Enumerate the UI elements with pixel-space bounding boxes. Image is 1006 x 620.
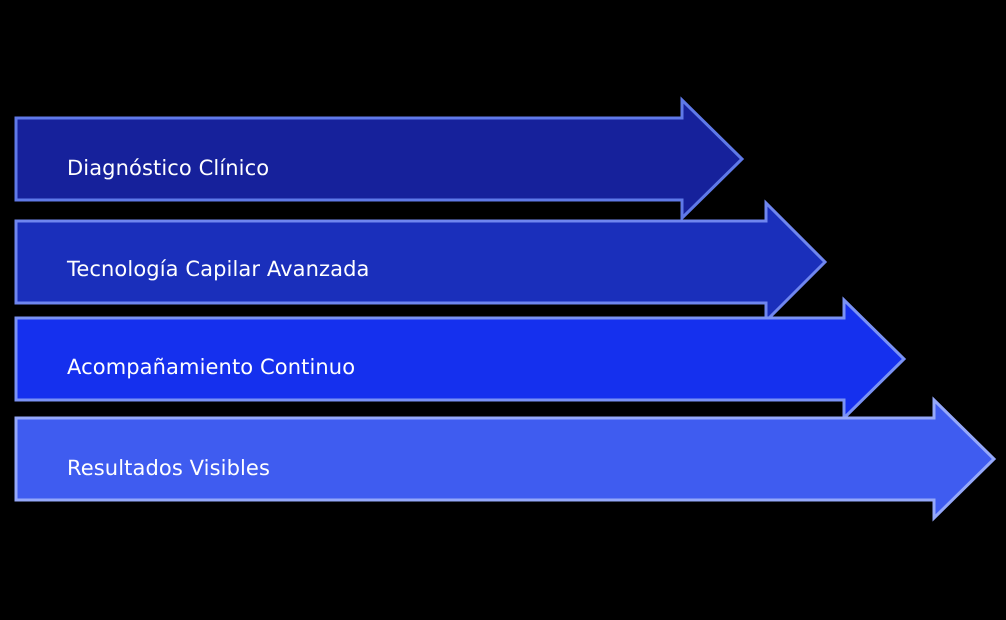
process-step-label-1: Diagnóstico Clínico [67, 156, 270, 180]
arrow-shape-1 [14, 96, 745, 222]
arrow-body-1 [14, 96, 745, 222]
process-step-3[interactable] [12, 296, 909, 423]
arrow-shape-2 [14, 199, 828, 325]
process-step-4[interactable] [12, 396, 999, 523]
process-step-1[interactable] [12, 96, 747, 223]
process-step-label-3: Acompañamiento Continuo [67, 355, 356, 379]
process-step-2[interactable] [12, 199, 830, 326]
arrow-shape-4 [14, 396, 997, 522]
arrow-shape-3 [14, 296, 907, 422]
process-step-label-2: Tecnología Capilar Avanzada [67, 257, 370, 281]
arrow-body-2 [14, 199, 828, 325]
arrow-body-3 [14, 296, 907, 422]
process-step-label-4: Resultados Visibles [67, 456, 270, 480]
arrow-body-4 [14, 396, 997, 522]
